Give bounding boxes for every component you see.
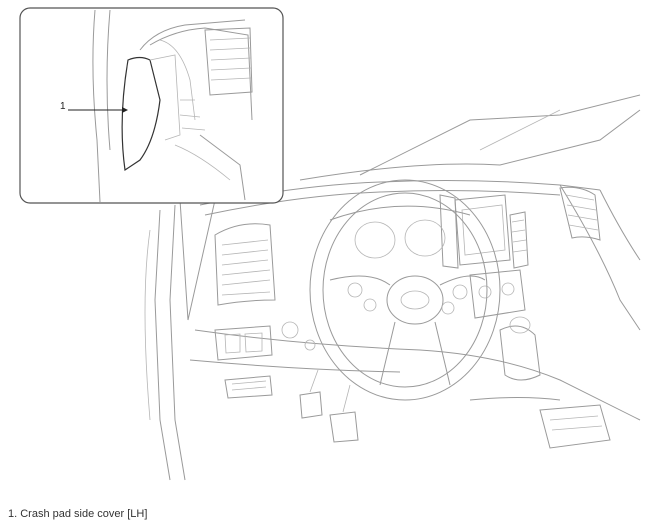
instrument-cluster: [329, 205, 471, 259]
steering-wheel: [309, 179, 501, 401]
left-air-vent: [214, 223, 276, 306]
lower-panel: [214, 321, 316, 399]
dashboard-drawing: [144, 94, 641, 481]
detail-inset: [19, 7, 284, 204]
callout-number: 1: [60, 101, 66, 112]
callout-pointer: [179, 199, 216, 321]
center-stack: [439, 194, 529, 319]
center-console: [469, 316, 611, 449]
right-air-vent: [559, 186, 601, 241]
pedals: [299, 369, 359, 443]
dashboard-illustration: [19, 7, 641, 481]
figure-caption: 1. Crash pad side cover [LH]: [8, 508, 148, 520]
